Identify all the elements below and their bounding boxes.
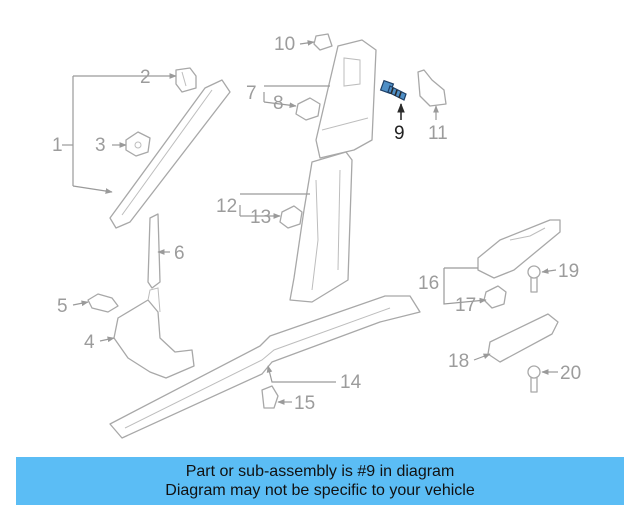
- callout-4: 4: [84, 332, 95, 353]
- callout-13: 13: [250, 207, 271, 228]
- callout-6: 6: [174, 243, 185, 264]
- banner-line-1: Part or sub-assembly is #9 in diagram: [185, 463, 455, 480]
- callout-11: 11: [428, 123, 448, 144]
- callout-14: 14: [340, 372, 362, 393]
- callout-12: 12: [216, 196, 237, 217]
- leader-lines: [62, 40, 558, 405]
- clip-part-10: [313, 33, 333, 51]
- callout-8: 8: [273, 93, 284, 114]
- clip-part-8: [295, 97, 321, 121]
- banner-line-2: Diagram may not be specific to your vehi…: [165, 482, 475, 499]
- clip-part-3: [125, 131, 151, 157]
- callout-10: 10: [274, 34, 295, 55]
- clip-part-13: [279, 205, 303, 229]
- a-pillar-trim: [109, 79, 231, 229]
- highlighted-bolt: [379, 79, 407, 101]
- callout-7: 7: [246, 83, 257, 104]
- callouts: 1 2 3 4 5 6 7 8 9 10 11 12 13 14 15 16 1…: [52, 34, 581, 414]
- cover-part-11: [417, 69, 447, 107]
- callout-1: 1: [52, 135, 63, 156]
- trim-part-6: [147, 213, 161, 289]
- callout-3: 3: [95, 135, 106, 156]
- screw-part-20: [527, 365, 541, 393]
- rear-sill-trim: [477, 219, 561, 279]
- parts-diagram: 1 2 3 4 5 6 7 8 9 10 11 12 13 14 15 16 1…: [52, 33, 581, 439]
- callout-5: 5: [57, 296, 68, 317]
- screw-part-19: [527, 265, 541, 293]
- callout-16: 16: [418, 273, 439, 294]
- callout-19: 19: [558, 261, 579, 282]
- callout-2: 2: [140, 67, 151, 88]
- clip-part-15: [261, 385, 279, 409]
- callout-18: 18: [448, 351, 469, 372]
- bracket-part-5: [87, 293, 119, 313]
- callout-15: 15: [294, 393, 315, 414]
- sill-plate: [109, 295, 421, 439]
- callout-17: 17: [455, 295, 476, 316]
- b-pillar-lower-trim: [289, 151, 353, 303]
- kick-panel: [113, 287, 195, 379]
- callout-9: 9: [394, 123, 405, 144]
- info-banner: Part or sub-assembly is #9 in diagram Di…: [16, 457, 624, 505]
- b-pillar-upper-trim: [315, 39, 377, 159]
- bracket-part-18: [487, 313, 559, 363]
- callout-20: 20: [560, 363, 581, 384]
- clip-part-2: [175, 67, 197, 93]
- clip-part-17: [483, 285, 507, 309]
